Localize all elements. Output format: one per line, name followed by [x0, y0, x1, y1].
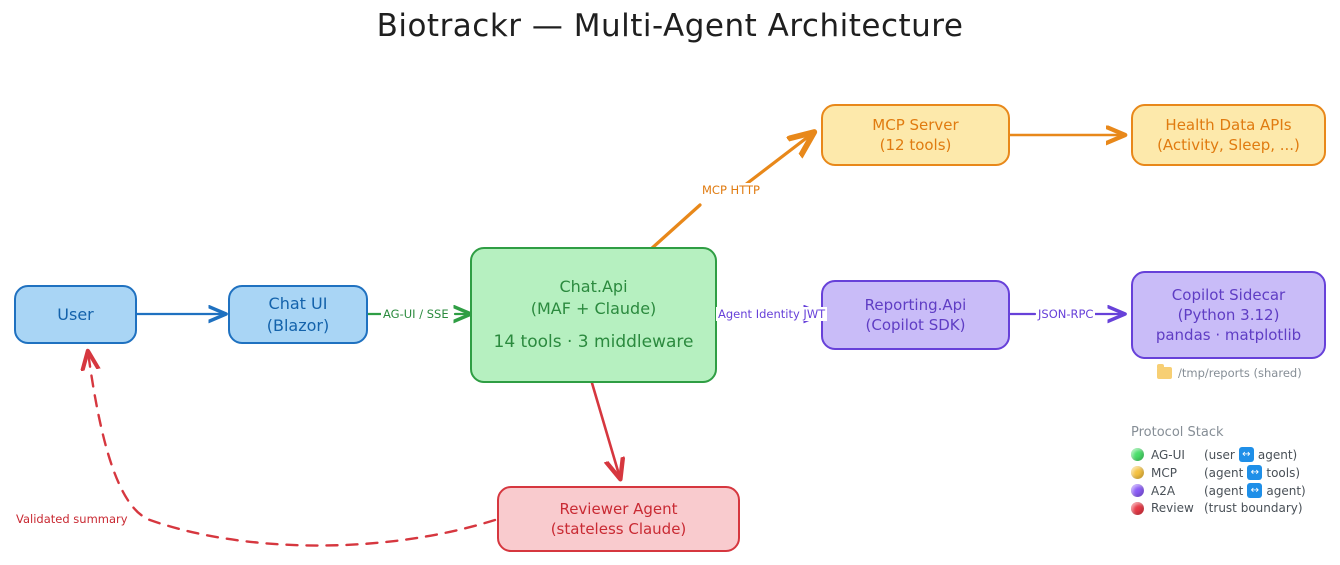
page-title: Biotrackr — Multi-Agent Architecture [376, 8, 964, 44]
edge-reviewer-to-user-dashed [88, 352, 497, 547]
legend-desc-agui: (user ↔ agent) [1204, 447, 1297, 462]
shared-volume-note: /tmp/reports (shared) [1157, 364, 1302, 380]
edge-chat-api-to-mcp-server [649, 203, 702, 251]
legend-label-review: Review [1151, 501, 1194, 515]
edge-label-json-rpc: JSON-RPC [1036, 307, 1096, 321]
node-health-data-apis[interactable]: Health Data APIs (Activity, Sleep, ...) [1131, 104, 1326, 166]
node-copilot-sidecar-line2: (Python 3.12) [1177, 305, 1280, 324]
node-chat-api-line3: 14 tools · 3 middleware [493, 331, 694, 352]
node-user-line1: User [57, 304, 94, 324]
legend-desc-left-agui: (user [1204, 447, 1235, 462]
legend-desc-mcp: (agent ↔ tools) [1204, 465, 1300, 480]
legend-desc-right-a2a: agent) [1266, 483, 1306, 498]
edge-chat-api-to-reviewer [590, 381, 620, 478]
folder-icon [1157, 364, 1172, 379]
bidirectional-arrows-icon: ↔ [1247, 483, 1263, 498]
legend-desc-left-a2a: (agent [1204, 483, 1244, 498]
node-reviewer-agent-line2: (stateless Claude) [550, 520, 687, 538]
bidirectional-arrows-icon: ↔ [1238, 447, 1254, 462]
edge-chat-api-to-mcp-server-b [743, 133, 813, 187]
legend-desc-right-mcp: tools) [1266, 465, 1301, 480]
node-copilot-sidecar-line1: Copilot Sidecar [1171, 285, 1286, 304]
legend-label-agui: AG-UI [1151, 447, 1185, 462]
node-reporting-api[interactable]: Reporting.Api (Copilot SDK) [821, 280, 1010, 350]
node-copilot-sidecar[interactable]: Copilot Sidecar (Python 3.12) pandas · m… [1131, 271, 1326, 359]
legend-desc-review: (trust boundary) [1204, 501, 1303, 515]
bidirectional-arrows-icon: ↔ [1247, 465, 1263, 480]
legend-dot-amber-icon [1131, 466, 1144, 479]
edge-label-mcp-http: MCP HTTP [700, 183, 762, 197]
legend-item-mcp: MCP (agent ↔ tools) [1131, 465, 1336, 480]
legend-desc-right-agui: agent) [1257, 447, 1298, 462]
node-mcp-server[interactable]: MCP Server (12 tools) [821, 104, 1010, 166]
legend-label-a2a: A2A [1151, 483, 1176, 498]
node-copilot-sidecar-line3: pandas · matplotlib [1155, 326, 1302, 345]
legend-label-mcp: MCP [1151, 465, 1177, 480]
node-chat-ui-line1: Chat UI [268, 293, 328, 313]
node-chat-api[interactable]: Chat.Api (MAF + Claude) 14 tools · 3 mid… [470, 247, 717, 383]
node-mcp-server-line1: MCP Server [872, 115, 959, 134]
node-health-apis-line2: (Activity, Sleep, ...) [1157, 136, 1300, 154]
node-chat-ui[interactable]: Chat UI (Blazor) [228, 285, 368, 344]
node-reviewer-agent[interactable]: Reviewer Agent (stateless Claude) [497, 486, 740, 552]
legend-item-agui: AG-UI (user ↔ agent) [1131, 447, 1336, 462]
node-user[interactable]: User [14, 285, 137, 344]
node-chat-api-line2: (MAF + Claude) [530, 299, 657, 319]
node-reviewer-agent-line1: Reviewer Agent [559, 499, 678, 518]
legend-dot-purple-icon [1131, 484, 1144, 497]
legend-desc-left-review: (trust boundary) [1204, 501, 1303, 515]
edge-label-agent-identity-jwt: Agent Identity JWT [716, 307, 828, 321]
legend-dot-green-icon [1131, 448, 1144, 461]
node-health-apis-line1: Health Data APIs [1165, 115, 1292, 134]
legend-dot-red-icon [1131, 501, 1144, 515]
legend-protocol-stack: Protocol Stack AG-UI (user ↔ agent) MCP … [1131, 425, 1336, 518]
legend-title: Protocol Stack [1131, 425, 1224, 440]
legend-item-review: Review (trust boundary) [1131, 501, 1336, 515]
legend-desc-a2a: (agent ↔ agent) [1204, 483, 1306, 498]
node-chat-ui-line2: (Blazor) [266, 315, 330, 335]
legend-item-a2a: A2A (agent ↔ agent) [1131, 483, 1336, 498]
edge-label-validated-summary: Validated summary [14, 512, 130, 526]
node-reporting-api-line2: (Copilot SDK) [865, 316, 966, 334]
node-chat-api-line1: Chat.Api [559, 277, 628, 297]
legend-desc-left-mcp: (agent [1204, 465, 1244, 480]
edge-label-agui-sse: AG-UI / SSE [381, 307, 451, 321]
shared-volume-path: /tmp/reports (shared) [1178, 366, 1302, 380]
node-reporting-api-line1: Reporting.Api [864, 295, 967, 314]
node-mcp-server-line2: (12 tools) [879, 136, 952, 154]
